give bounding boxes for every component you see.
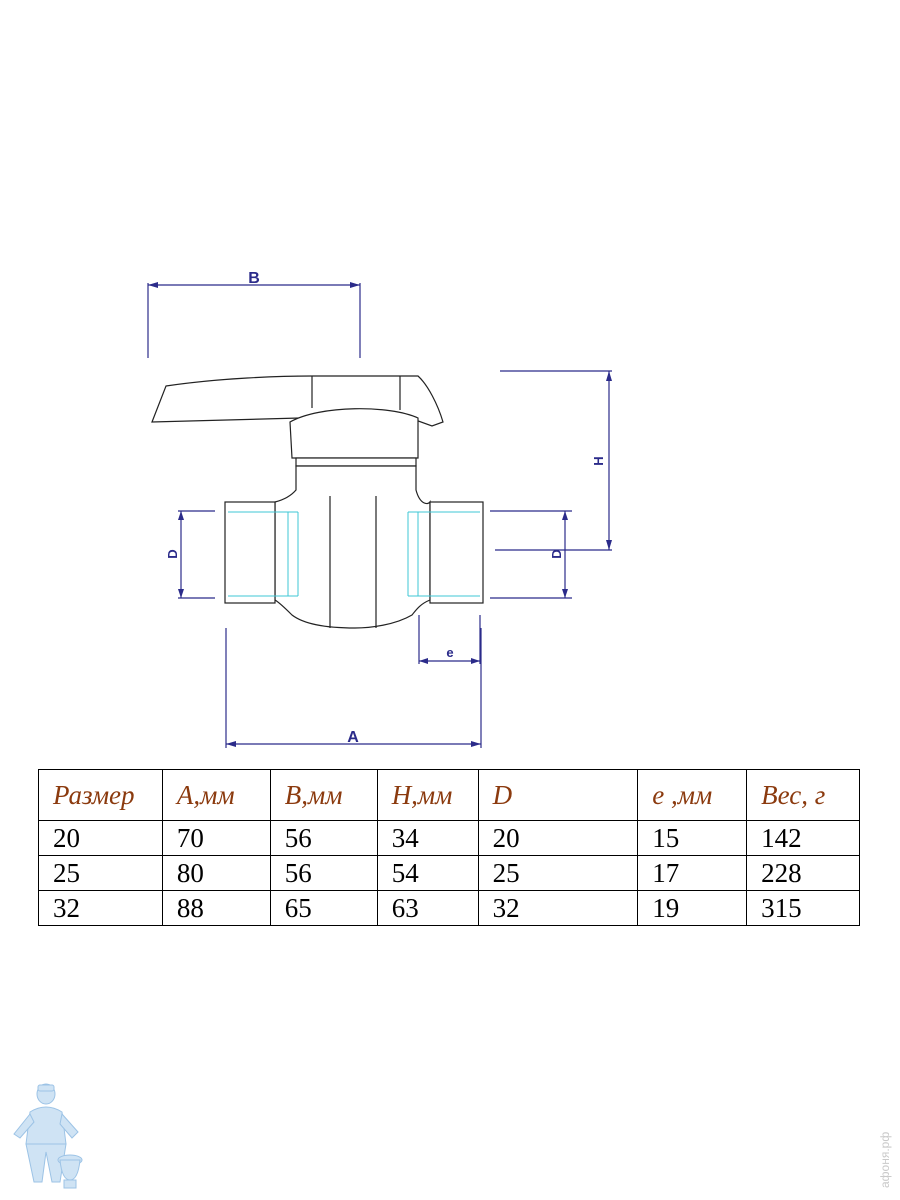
cell-size: 32: [38, 890, 163, 926]
cell-h: 63: [376, 890, 479, 926]
cell-d: 20: [477, 820, 639, 856]
watermark-text: афоня.рф: [878, 1132, 892, 1188]
cell-d: 32: [477, 890, 639, 926]
cell-b: 56: [269, 820, 378, 856]
plumber-mascot-icon: [13, 1083, 83, 1189]
cell-weight: 315: [746, 890, 860, 926]
header-a: A,мм: [161, 769, 271, 821]
cell-a: 88: [161, 890, 271, 926]
dimension-b: B: [147, 270, 361, 358]
table-row: 32 88 65 63 32 19 315: [38, 890, 860, 926]
cell-size: 20: [38, 820, 163, 856]
table-header-row: Размер A,мм B,мм H,мм D e ,мм Вес, г: [38, 769, 860, 821]
cell-weight: 142: [746, 820, 860, 856]
header-size: Размер: [38, 769, 163, 821]
cell-h: 54: [376, 855, 479, 891]
dimension-d-right: D: [490, 510, 572, 599]
label-d-right: D: [549, 549, 564, 558]
dimension-a: A: [225, 628, 482, 748]
cell-b: 56: [269, 855, 378, 891]
label-a: A: [347, 729, 359, 746]
watermark: афоня.рф: [878, 1132, 892, 1188]
dimension-d-left: D: [165, 510, 215, 599]
valve-diagram: B H D: [147, 270, 612, 748]
header-b: B,мм: [269, 769, 378, 821]
label-h: H: [591, 456, 606, 465]
header-e: e ,мм: [637, 769, 748, 821]
header-d: D: [477, 769, 639, 821]
dimension-e: e: [418, 615, 481, 664]
cell-d: 25: [477, 855, 639, 891]
dimension-h: H: [495, 370, 612, 551]
cell-a: 70: [161, 820, 271, 856]
label-d-left: D: [165, 549, 180, 558]
cell-a: 80: [161, 855, 271, 891]
table-row: 25 80 56 54 25 17 228: [38, 855, 860, 891]
spec-table: Размер A,мм B,мм H,мм D e ,мм Вес, г 20 …: [38, 769, 860, 926]
cell-h: 34: [376, 820, 479, 856]
valve-body: [151, 375, 484, 629]
cell-weight: 228: [746, 855, 860, 891]
cell-e: 19: [637, 890, 748, 926]
label-b: B: [248, 270, 260, 287]
header-weight: Вес, г: [746, 769, 860, 821]
cell-size: 25: [38, 855, 163, 891]
table-row: 20 70 56 34 20 15 142: [38, 820, 860, 856]
cell-e: 15: [637, 820, 748, 856]
cell-b: 65: [269, 890, 378, 926]
cell-e: 17: [637, 855, 748, 891]
label-e: e: [446, 645, 453, 660]
header-h: H,мм: [376, 769, 479, 821]
